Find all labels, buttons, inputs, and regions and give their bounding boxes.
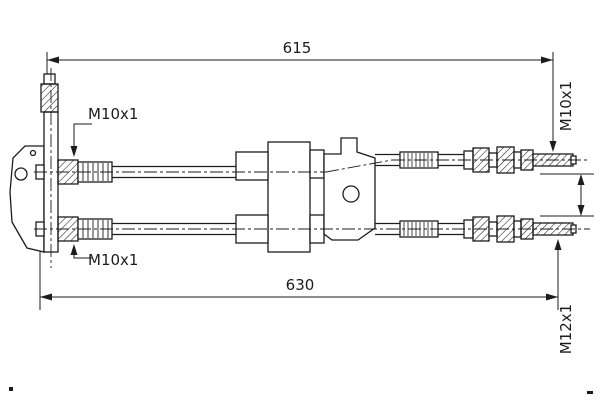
leader-line [73,123,92,148]
arrowhead-right [541,56,553,64]
arrowhead-right [546,293,558,301]
thread-callout-top-left [70,123,92,157]
center-clamp-bracket [235,137,376,253]
thread-label-bottom-left: M10x1 [88,251,138,269]
arrowhead-left [47,56,59,64]
thread-label-right-bottom: M12x1 [557,304,575,354]
top-fitting-cap [43,73,56,85]
dimension-615 [46,52,554,141]
top-hose-left [57,159,238,185]
registration-mark [9,387,13,391]
centerlines [34,68,590,268]
thread-callout-bottom-left [70,244,92,259]
thread-callout-right-bottom [554,239,562,297]
centerline-top-hose-transition [325,159,393,173]
gap-dimension-right [540,173,594,217]
leader-arrowhead [70,244,78,255]
dim-630-label: 630 [286,276,315,294]
clamp-plate [267,141,311,253]
top-fitting-body [40,83,59,113]
arrowhead-left [40,293,52,301]
leader-arrowhead [70,146,78,157]
left-bracket-assembly [9,73,59,253]
thread-label-right-top: M10x1 [557,81,575,131]
clamp-tab-top-left [235,151,269,181]
bracket-hole [14,167,28,181]
dimension-630 [39,248,559,310]
mounting-hole [342,185,360,203]
clamp-tab-top-right [309,149,325,179]
leader-arrowhead [549,141,557,152]
dim-615-label: 615 [283,39,312,57]
registration-mark [587,391,593,394]
arrowhead-up [577,174,585,185]
leader-arrowhead [554,239,562,250]
thread-callout-right-top [549,141,557,152]
arrowhead-down [577,205,585,216]
thread-label-top-left: M10x1 [88,105,138,123]
bracket-small-hole [29,149,37,157]
